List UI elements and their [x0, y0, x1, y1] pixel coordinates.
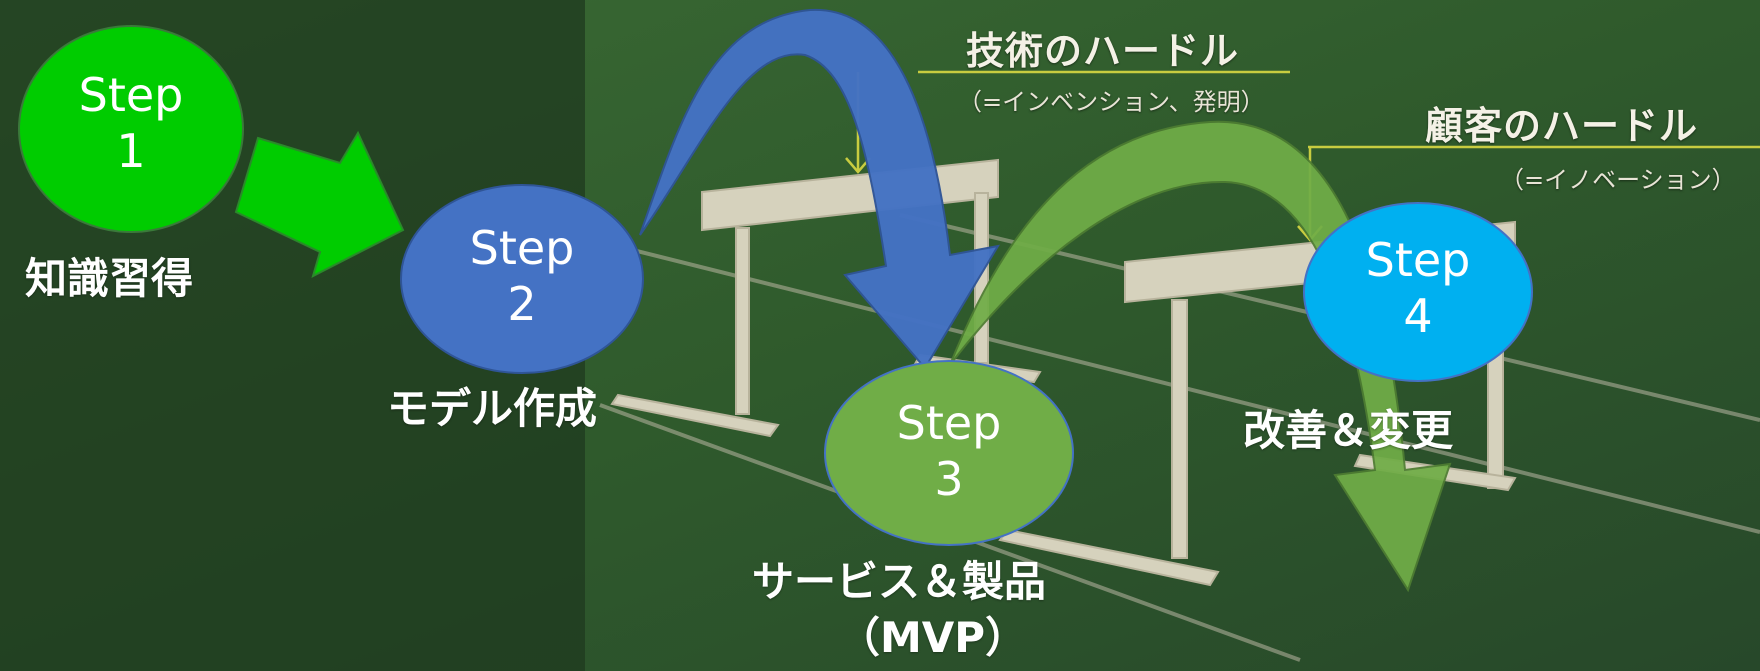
arrow-step1-to-step2: [234, 130, 405, 278]
step-3-text: Step 3: [849, 395, 1049, 507]
customer-hurdle-subtitle: （=イノベーション）: [1500, 166, 1736, 194]
step-3-circle: [824, 360, 1074, 546]
arrow-step2-to-step3: [639, 8, 1000, 370]
step-4-label: 改善＆変更: [1243, 406, 1454, 455]
step-3-label-line2: （MVP）: [838, 613, 1028, 662]
step-2-label: モデル作成: [387, 384, 598, 433]
step-4-text: Step 4: [1318, 232, 1518, 344]
step-4-circle: [1303, 202, 1533, 382]
step-1-circle: [18, 25, 244, 233]
step-4-word: Step: [1365, 233, 1471, 287]
step-1-text: Step 1: [31, 67, 231, 179]
customer-hurdle-title: 顧客のハードル: [1425, 104, 1699, 148]
step-1-label: 知識習得: [25, 254, 194, 303]
step-4-number: 4: [1403, 289, 1433, 343]
step-2-text: Step 2: [422, 220, 622, 332]
step-3-label: サービス＆製品: [752, 557, 1047, 606]
technology-hurdle-title: 技術のハードル: [966, 29, 1240, 73]
step-2-circle: [400, 184, 644, 374]
technology-hurdle-subtitle: （=インベンション、発明）: [958, 88, 1265, 116]
step-1-word: Step: [78, 68, 184, 122]
step-2-number: 2: [507, 277, 537, 331]
step-3-number: 3: [934, 452, 964, 506]
step-1-number: 1: [116, 124, 146, 178]
step-2-word: Step: [469, 221, 575, 275]
step-3-word: Step: [896, 396, 1002, 450]
arrow-step3-to-step4: [949, 120, 1452, 593]
